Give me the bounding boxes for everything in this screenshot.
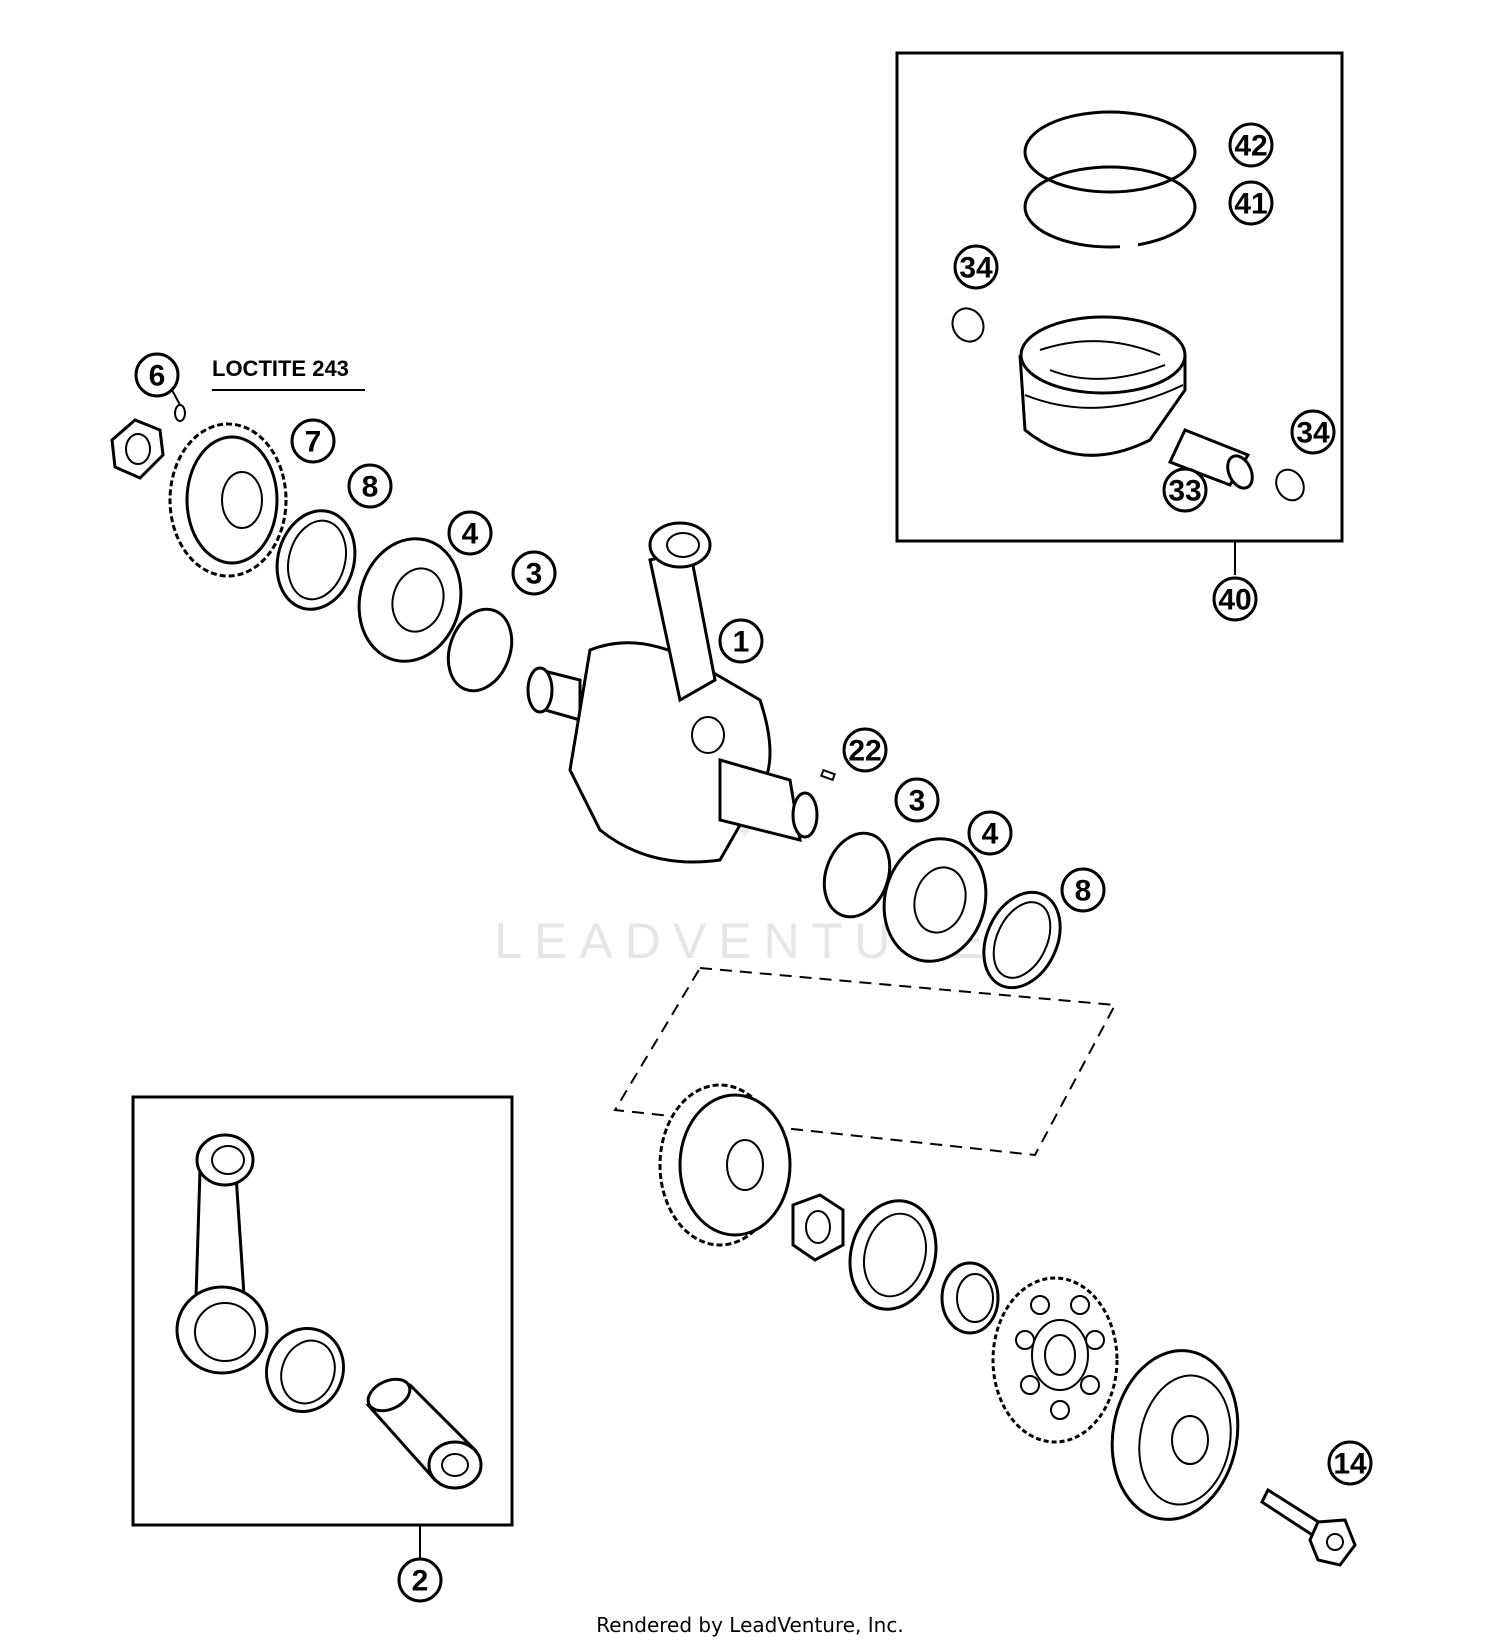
svg-text:7: 7 (305, 426, 322, 459)
crank-pin (365, 1377, 483, 1490)
piston-kit-group (895, 51, 1344, 575)
svg-text:2: 2 (412, 1565, 429, 1598)
callout-1: 1 (718, 618, 764, 664)
svg-text:1: 1 (733, 626, 750, 659)
ball-bearing-4-left (357, 537, 463, 663)
callout-40: 40 (1212, 576, 1258, 622)
right-side-parts (613, 768, 1357, 1567)
callout-2: 2 (397, 1557, 443, 1603)
piston (1018, 315, 1187, 457)
ball-bearing-4-right (882, 837, 988, 963)
bolt-14 (1260, 1487, 1357, 1567)
callout-34-right: 34 (1290, 409, 1336, 455)
svg-text:8: 8 (1075, 875, 1092, 908)
callout-33: 33 (1162, 467, 1208, 513)
svg-text:33: 33 (1168, 475, 1201, 508)
sprocket-7 (168, 422, 288, 578)
shim-3-left (446, 607, 514, 693)
gear-nut (791, 1193, 845, 1262)
svg-text:42: 42 (1234, 130, 1267, 163)
svg-text:14: 14 (1333, 1448, 1367, 1481)
needle-bearing (940, 1261, 1000, 1335)
spacer-sleeve (848, 1199, 938, 1311)
dashed-reference-frame (613, 966, 1117, 1157)
render-credit: Rendered by LeadVenture, Inc. (596, 1613, 903, 1637)
conrod-kit-box (131, 1095, 514, 1527)
svg-text:3: 3 (526, 558, 543, 591)
svg-text:34: 34 (1296, 417, 1330, 450)
connecting-rod (175, 1133, 269, 1375)
callout-4-left: 4 (447, 510, 493, 556)
primary-gear (658, 1083, 792, 1247)
left-side-parts (110, 389, 514, 693)
conrod-kit-group (131, 1095, 514, 1560)
callout-4-right: 4 (967, 810, 1013, 856)
piston-kit-box (895, 51, 1344, 543)
callout-41: 41 (1228, 180, 1274, 226)
piston-pin-clip-right (1275, 468, 1305, 502)
svg-text:6: 6 (149, 360, 166, 393)
piston-pin-clip-left (951, 307, 985, 343)
callout-34-left: 34 (953, 244, 999, 290)
callout-7: 7 (290, 418, 336, 464)
svg-text:22: 22 (848, 735, 881, 768)
piston-ring-42 (1023, 110, 1197, 194)
nut-6 (110, 418, 165, 480)
crankshaft (526, 521, 819, 864)
svg-text:40: 40 (1218, 584, 1251, 617)
leader-lines (171, 389, 181, 406)
svg-text:4: 4 (462, 518, 479, 551)
starter-gear (991, 1276, 1119, 1444)
svg-text:41: 41 (1234, 188, 1267, 221)
svg-text:34: 34 (959, 252, 993, 285)
callout-8-right: 8 (1060, 867, 1106, 913)
shaft-seal-8-left (275, 509, 357, 611)
callout-3-right: 3 (894, 777, 940, 823)
loctite-note: LOCTITE 243 (212, 356, 349, 381)
piston-ring-41 (1023, 165, 1197, 249)
freewheel-housing (1110, 1349, 1240, 1521)
svg-text:4: 4 (982, 818, 999, 851)
callout-3-left: 3 (511, 550, 557, 596)
callout-6: 6 (134, 352, 180, 398)
woodruff-key-22 (820, 768, 836, 782)
conrod-bearing (265, 1326, 345, 1414)
callout-8-left: 8 (347, 463, 393, 509)
piston-pin (1167, 428, 1254, 490)
svg-text:8: 8 (362, 471, 379, 504)
callout-42: 42 (1228, 122, 1274, 168)
callout-22: 22 (842, 727, 888, 773)
callout-14: 14 (1327, 1440, 1373, 1486)
shaft-seal-8-right (982, 890, 1062, 990)
svg-text:3: 3 (909, 785, 926, 818)
